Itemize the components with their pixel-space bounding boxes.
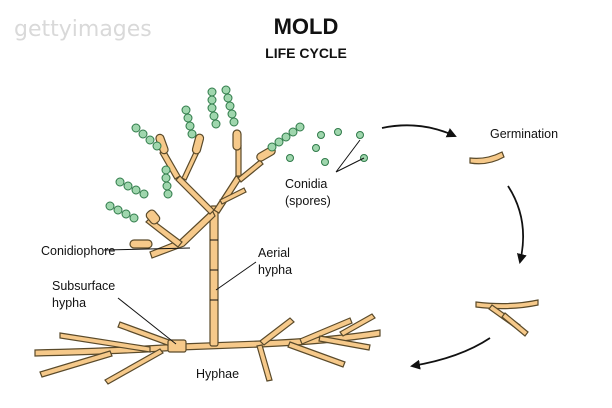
diagram-subtitle: LIFE CYCLE <box>265 45 347 61</box>
conidiophore-structure <box>129 129 276 347</box>
young-hyphae <box>475 299 539 337</box>
arrow-to-hyphae <box>410 337 491 370</box>
label-hyphae: Hyphae <box>196 367 239 381</box>
aerial-hypha-leader-line <box>215 261 257 291</box>
label-germination: Germination <box>490 127 558 141</box>
germinating-spore <box>469 151 505 165</box>
label-aerial-line2: hypha <box>258 263 292 277</box>
subsurface-hypha-leader-line <box>117 297 177 345</box>
conidiophore-leader-line <box>103 247 191 251</box>
arrow-to-young-hyphae <box>507 185 527 264</box>
watermark-text: gettyimages <box>14 17 152 42</box>
spore-chains <box>105 85 368 223</box>
label-conidia: Conidia <box>285 177 327 191</box>
aerial-hypha-stalk <box>209 205 219 347</box>
label-spores: (spores) <box>285 194 331 208</box>
label-subsurface-line1: Subsurface <box>52 279 115 293</box>
diagram-title: MOLD <box>274 14 339 39</box>
label-subsurface-line2: hypha <box>52 296 86 310</box>
label-aerial-line1: Aerial <box>258 246 290 260</box>
subsurface-hyphae <box>34 313 381 385</box>
arrow-to-germination <box>381 124 457 138</box>
label-conidiophore: Conidiophore <box>41 244 115 258</box>
conidia-leader-lines <box>335 139 365 173</box>
